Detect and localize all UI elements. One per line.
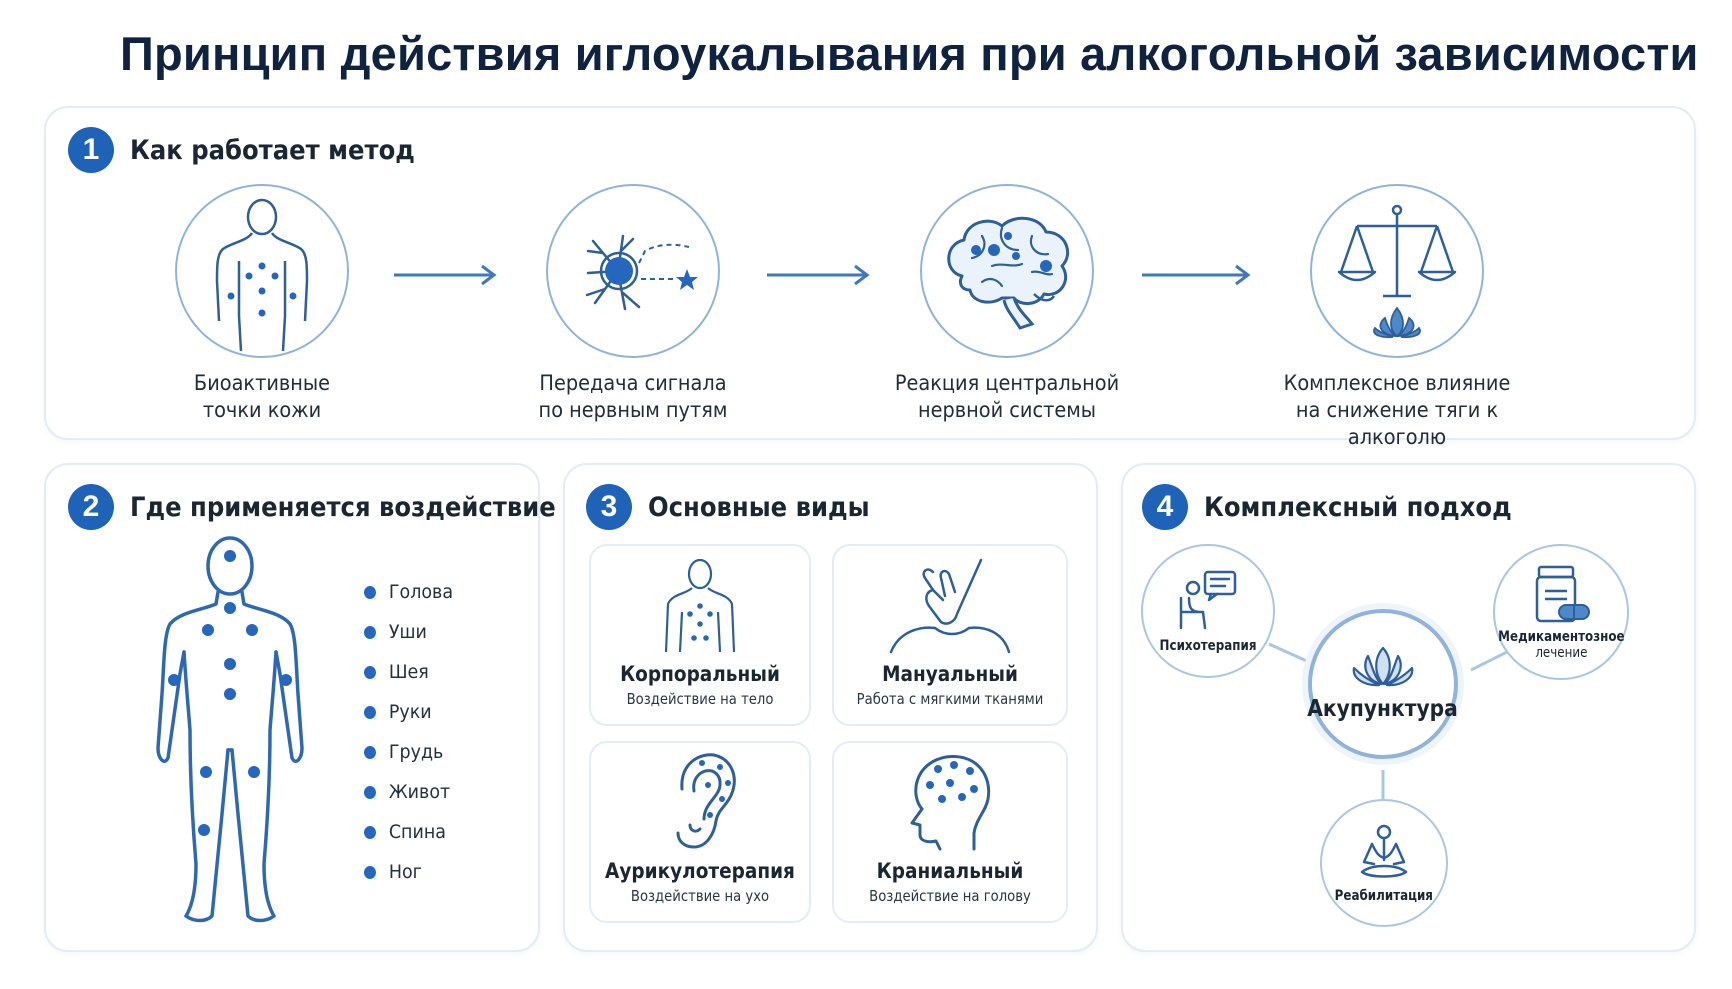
psychotherapy-icon <box>1179 570 1237 630</box>
how-it-works-header: 1 Как работает метод <box>68 127 447 173</box>
point-dot <box>364 625 376 639</box>
list-item: Шея <box>364 652 453 692</box>
type-card-auriculotherapy: Аурикулотерапия Воздействие на ухо <box>589 741 811 923</box>
body-points-list: Голова Уши Шея Руки Грудь Живот Спина Но… <box>364 572 461 892</box>
step-bioactive-points: Биоактивные точки кожи <box>97 184 427 424</box>
list-item: Голова <box>364 572 453 612</box>
point-dot <box>364 705 376 719</box>
section-number-badge: 1 <box>68 127 114 173</box>
list-item: Живот <box>364 772 453 812</box>
where-applied-header: 2 Где применяется воздействие <box>68 484 603 530</box>
step-icon-circle <box>546 184 720 358</box>
step-signal-transmission: Передача сигнала по нервным путям <box>468 184 798 424</box>
step-icon-circle <box>175 184 349 358</box>
section-title: Где применяется воздействие <box>130 491 556 523</box>
brain-icon <box>947 216 1069 330</box>
hand-massage-icon <box>889 558 1011 654</box>
page-title: Принцип действия иглоукалывания при алко… <box>120 27 1699 80</box>
step-complex-influence: Комплексное влияние на снижение тяги к а… <box>1232 184 1562 451</box>
arrow-right-icon <box>767 264 870 286</box>
point-dot <box>364 825 376 839</box>
main-types-header: 3 Основные виды <box>586 484 894 530</box>
section-number-badge: 2 <box>68 484 114 530</box>
step-label: Биоактивные точки кожи <box>193 371 331 422</box>
neuron-icon <box>585 234 698 311</box>
point-dot <box>364 785 376 799</box>
step-label: Передача сигнала по нервным путям <box>538 371 728 422</box>
point-dot <box>364 585 376 599</box>
meditation-icon <box>1360 824 1408 878</box>
point-dot <box>364 745 376 759</box>
complex-approach-header: 4 Комплексный подход <box>1142 484 1546 530</box>
hub-medication: Медикаментозное лечение <box>1493 544 1629 680</box>
where-applied-panel <box>44 463 540 952</box>
torso-points-icon <box>664 558 736 653</box>
section-title: Как работает метод <box>130 134 415 166</box>
section-title: Комплексный подход <box>1204 491 1512 523</box>
hub-rehabilitation: Реабилитация <box>1320 799 1448 927</box>
step-cns-reaction: Реакция центральной нервной системы <box>842 184 1172 424</box>
section-number-badge: 4 <box>1142 484 1188 530</box>
human-body-points-icon <box>215 198 309 351</box>
type-card-cranial: Краниальный Воздействие на голову <box>832 741 1068 923</box>
type-card-corporal: Корпоральный Воздействие на тело <box>589 544 811 726</box>
list-item: Ног <box>364 852 453 892</box>
step-label: Реакция центральной нервной системы <box>894 371 1120 422</box>
section-number-badge: 3 <box>586 484 632 530</box>
list-item: Руки <box>364 692 453 732</box>
hub-acupuncture: Акупунктура <box>1308 609 1458 759</box>
step-label: Комплексное влияние на снижение тяги к а… <box>1283 371 1511 449</box>
list-item: Уши <box>364 612 453 652</box>
list-item: Спина <box>364 812 453 852</box>
type-card-manual: Мануальный Работа с мягкими тканями <box>832 544 1068 726</box>
arrow-right-icon <box>1142 264 1251 286</box>
hub-psychotherapy: Психотерапия <box>1141 544 1275 678</box>
point-dot <box>364 665 376 679</box>
arrow-right-icon <box>394 264 497 286</box>
list-item: Грудь <box>364 732 453 772</box>
scales-lotus-icon <box>1337 204 1457 339</box>
pills-bottle-icon <box>1535 565 1590 623</box>
lotus-icon <box>1352 646 1414 687</box>
point-dot <box>364 865 376 879</box>
ear-points-icon <box>676 753 736 849</box>
step-icon-circle <box>920 184 1094 358</box>
section-title: Основные виды <box>648 491 870 523</box>
human-body-map-icon <box>156 536 304 923</box>
head-points-icon <box>910 755 991 851</box>
step-icon-circle <box>1310 184 1484 358</box>
